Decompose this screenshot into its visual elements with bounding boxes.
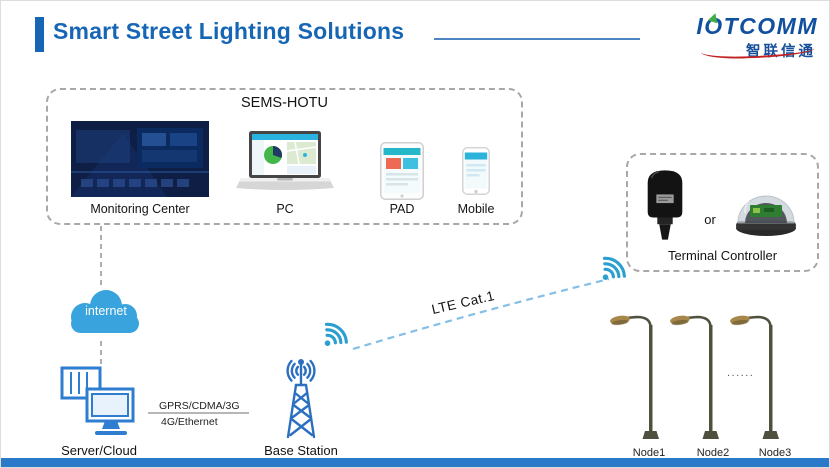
monitoring-center-label: Monitoring Center — [90, 202, 190, 216]
pad-label: PAD — [389, 202, 415, 216]
terminal-label: Terminal Controller — [667, 248, 778, 264]
gprs-label-line2: 4G/Ethernet — [161, 416, 218, 428]
monitoring-center-image — [71, 121, 209, 197]
base-station-icon — [286, 359, 316, 439]
server-icon — [60, 366, 135, 435]
gprs-label-line1: GPRS/CDMA/3G — [159, 400, 240, 412]
terminal-device-black-icon — [647, 170, 683, 240]
node-label: Node3 — [758, 447, 792, 459]
mobile-icon — [462, 147, 490, 195]
terminal-device-dome-icon — [736, 191, 796, 236]
base-station-label: Base Station — [264, 443, 338, 458]
internet-cloud: internet — [61, 287, 151, 341]
street-lamp-icon — [610, 315, 659, 439]
sems-box: SEMS-HOTU Monitoring Center — [46, 88, 523, 225]
node-label: Node2 — [696, 447, 730, 459]
lte-label: LTE Cat.1 — [430, 287, 497, 318]
wifi-base-station-icon — [324, 322, 348, 347]
mobile-label: Mobile — [457, 202, 495, 216]
page-title: Smart Street Lighting Solutions — [53, 18, 405, 44]
internet-label: internet — [85, 304, 127, 318]
terminal-or-label: or — [704, 212, 716, 227]
sems-title: SEMS-HOTU — [241, 95, 328, 111]
street-lamp-icon — [670, 315, 719, 439]
pc-icon — [236, 131, 334, 190]
bottom-bar — [1, 458, 829, 467]
title-accent-bar — [35, 17, 44, 52]
street-lamp-icon — [730, 315, 779, 439]
internet-cloud-icon — [71, 290, 139, 333]
terminal-box: or Terminal Controller — [626, 153, 819, 272]
pad-icon — [380, 142, 424, 200]
title-rule — [434, 38, 640, 40]
wifi-terminal-icon — [602, 256, 626, 281]
pc-label: PC — [276, 202, 294, 216]
nodes-ellipsis: ...... — [727, 367, 755, 379]
logo-text: IOTCOMM — [696, 13, 818, 39]
server-label: Server/Cloud — [61, 443, 137, 458]
node-label: Node1 — [632, 447, 666, 459]
logo-chinese: 智联信通 — [746, 44, 816, 60]
